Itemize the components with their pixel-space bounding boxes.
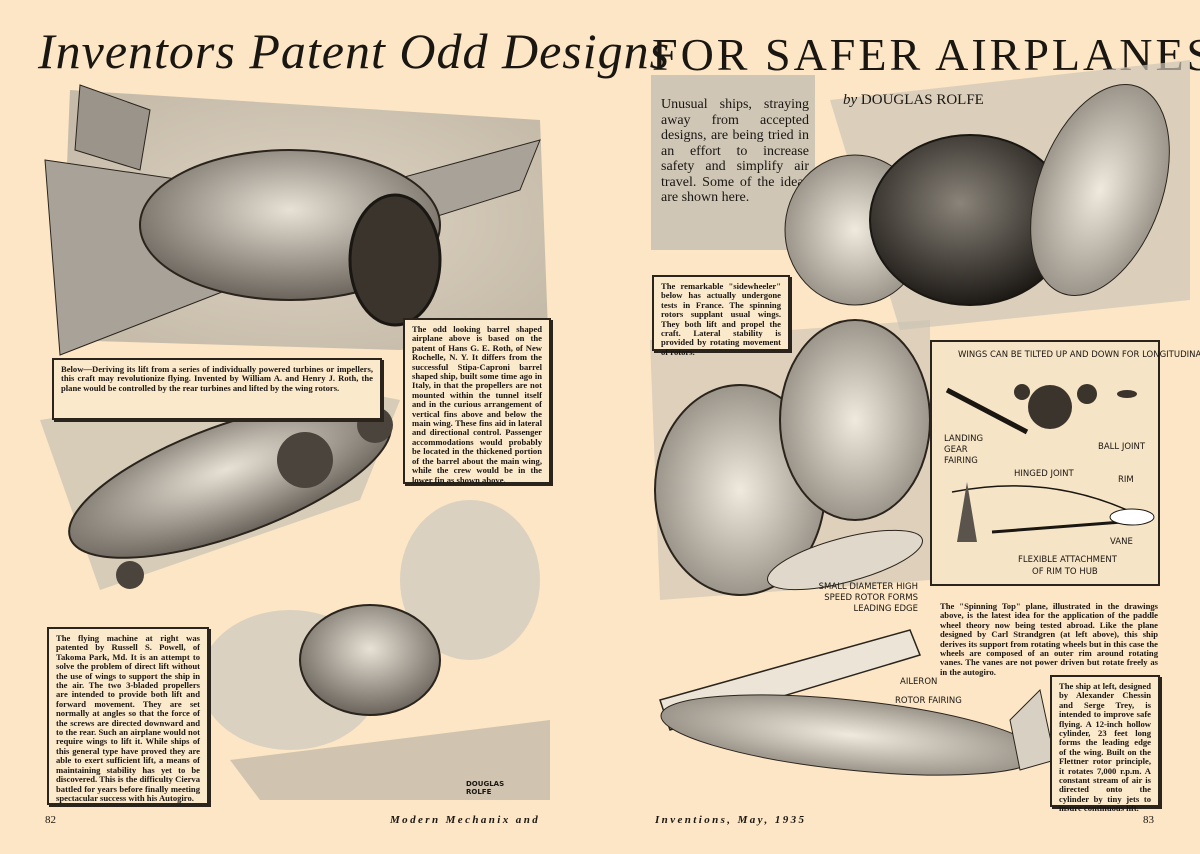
label-flexible-1: FLEXIBLE ATTACHMENT: [1018, 555, 1117, 565]
label-vane: VANE: [1110, 537, 1133, 547]
illustrations-right: [650, 60, 1190, 776]
label-rotor-fairing: ROTOR FAIRING: [895, 696, 962, 706]
caption-spinning-top: The "Spinning Top" plane, illustrated in…: [940, 601, 1158, 677]
caption-roth-turbines: Below—Deriving its lift from a series of…: [52, 358, 382, 420]
sidewheeler-rotor: [779, 319, 931, 521]
byline-author: DOUGLAS ROLFE: [860, 92, 984, 108]
caption-barrel-plane: The odd looking barrel shaped airplane a…: [403, 318, 551, 484]
footer-left: Modern Mechanix and: [390, 814, 541, 826]
label-ball-joint: BALL JOINT: [1098, 442, 1146, 452]
label-aileron: AILERON: [900, 677, 938, 687]
turbine-wheel: [277, 432, 333, 488]
powell-body: [299, 604, 441, 716]
barrel-plane-tunnel: [348, 193, 442, 327]
label-hinged-joint: HINGED JOINT: [1014, 469, 1074, 479]
label-rim: RIM: [1118, 475, 1134, 485]
page-number-right: 83: [1143, 814, 1154, 826]
caption-sidewheeler: The remarkable "sidewheeler" below has a…: [652, 275, 790, 357]
caption-powell: The flying machine at right was patented…: [47, 627, 209, 805]
page-number-left: 82: [45, 814, 56, 826]
label-small-diameter-rotor: SMALL DIAMETER HIGH SPEED ROTOR FORMS LE…: [818, 582, 918, 614]
footer-right: Inventions, May, 1935: [655, 814, 807, 826]
artist-signature: DOUGLAS ROLFE: [466, 780, 505, 796]
label-wings-tilt: WINGS CAN BE TILTED UP AND DOWN FOR LONG…: [958, 350, 1200, 360]
caption-chessin-trey: The ship at left, designed by Alexander …: [1050, 675, 1160, 813]
chessin-fuselage: [660, 694, 1040, 776]
byline: by DOUGLAS ROLFE: [843, 92, 984, 109]
turbine-wheel: [116, 561, 144, 589]
rotor-diagram: WINGS CAN BE TILTED UP AND DOWN FOR LONG…: [930, 340, 1200, 586]
powell-backdrop: [230, 720, 550, 800]
spinning-top-wheel-right: [1030, 83, 1170, 297]
label-flexible-2: OF RIM TO HUB: [1032, 567, 1098, 577]
label-landing-gear: LANDING GEAR FAIRING: [944, 434, 984, 466]
illustrations-left: [40, 84, 550, 800]
rotor-diagram-drawing: [945, 384, 1155, 542]
headline-left: Inventors Patent Odd Designs: [38, 23, 671, 79]
sidewheeler-fuselage: [767, 529, 923, 591]
powell-rotor-disc: [400, 500, 540, 660]
byline-prefix: by: [843, 92, 858, 108]
barrel-plane-fin: [74, 84, 151, 171]
